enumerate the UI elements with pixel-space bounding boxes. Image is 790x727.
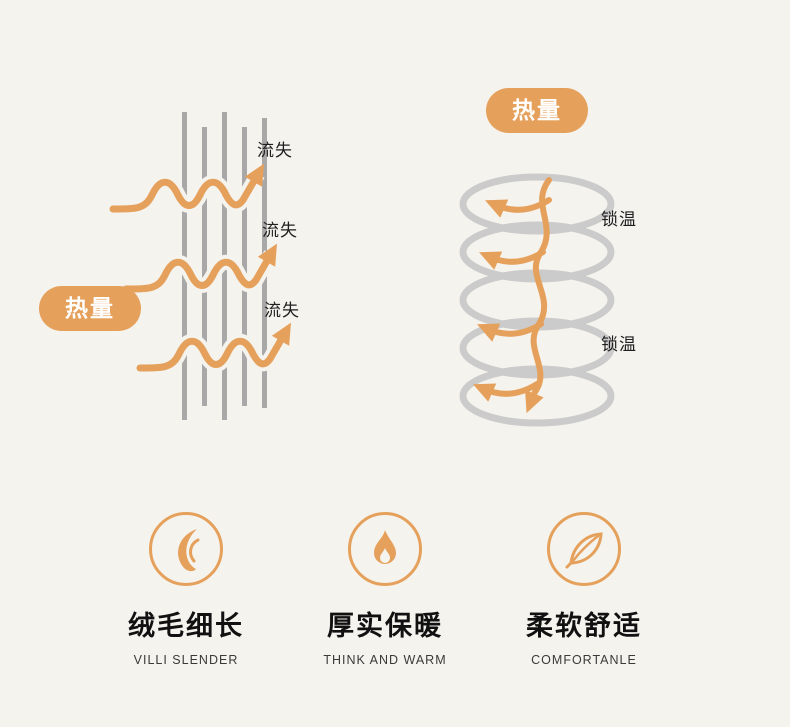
feature-title: 绒毛细长 bbox=[128, 611, 244, 641]
villi-icon bbox=[149, 512, 223, 586]
heat-badge-right: 热量 bbox=[486, 88, 588, 133]
heat-bounce-path bbox=[525, 177, 552, 414]
lock-label: 锁温 bbox=[601, 210, 637, 229]
loss-label: 流失 bbox=[262, 221, 298, 240]
heat-bounce-arrow bbox=[477, 321, 544, 342]
loss-label: 流失 bbox=[257, 141, 293, 160]
feature-villi: 绒毛细长 VILLI SLENDER bbox=[76, 512, 296, 667]
feature-subtitle: VILLI SLENDER bbox=[133, 653, 239, 667]
heat-bounce-arrow bbox=[479, 249, 546, 270]
coil-loop bbox=[459, 173, 615, 235]
loss-label: 流失 bbox=[264, 301, 300, 320]
heat-escape-arrow bbox=[109, 163, 265, 217]
lock-label: 锁温 bbox=[601, 335, 637, 354]
leaf-icon bbox=[547, 512, 621, 586]
feature-soft: 柔软舒适 COMFORTANLE bbox=[474, 512, 694, 667]
heat-bounce-arrow bbox=[485, 197, 552, 218]
heat-badge-left: 热量 bbox=[39, 286, 141, 331]
fiber-bar bbox=[242, 127, 247, 406]
coil-loop bbox=[459, 317, 615, 379]
feature-title: 厚实保暖 bbox=[327, 611, 443, 641]
feature-subtitle: THINK AND WARM bbox=[323, 653, 447, 667]
heat-bounce-arrow bbox=[473, 381, 540, 402]
feature-title: 柔软舒适 bbox=[526, 611, 642, 641]
heat-locked-arrows bbox=[473, 177, 552, 414]
heat-escape-arrow bbox=[136, 322, 292, 376]
flame-icon bbox=[348, 512, 422, 586]
feature-warm: 厚实保暖 THINK AND WARM bbox=[275, 512, 495, 667]
heat-escape-arrows bbox=[109, 163, 292, 376]
feature-subtitle: COMFORTANLE bbox=[531, 653, 637, 667]
fiber-bar bbox=[202, 127, 207, 406]
heat-escape-arrow bbox=[122, 243, 278, 297]
